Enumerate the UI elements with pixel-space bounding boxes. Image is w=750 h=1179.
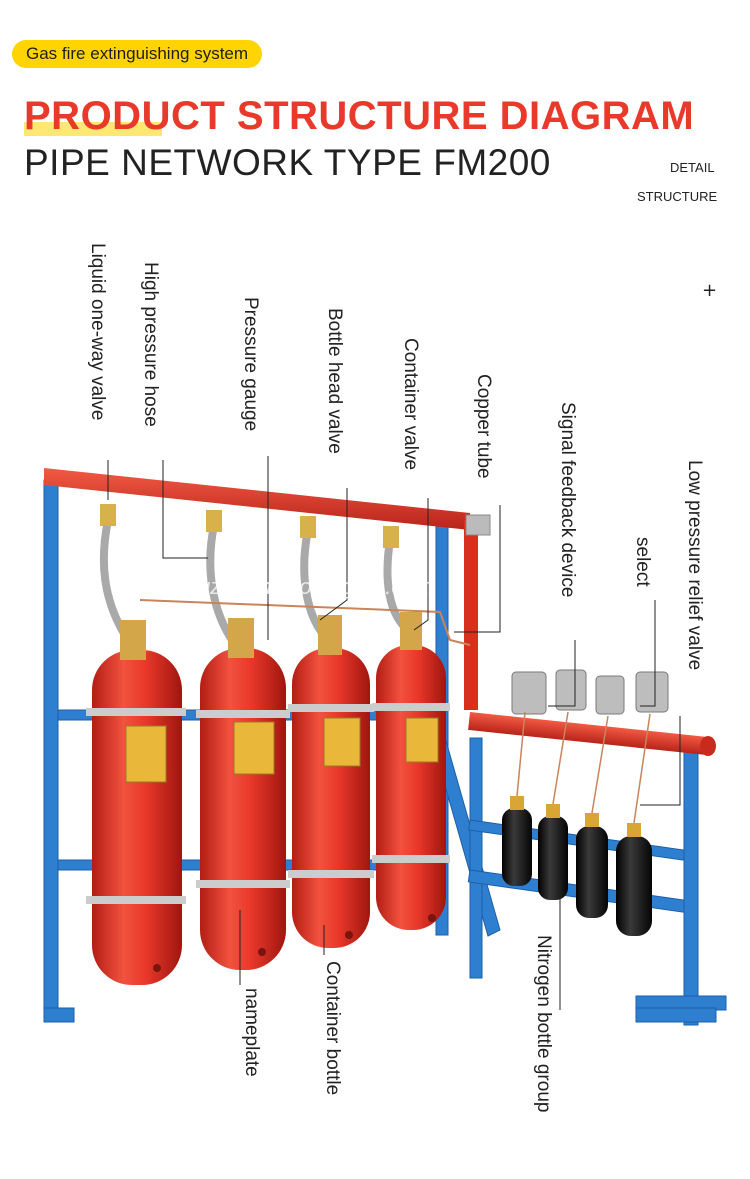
- label-select: select: [632, 537, 653, 587]
- label-liquid-one-way-valve: Liquid one-way valve: [87, 243, 108, 421]
- container-bottles: [86, 612, 450, 985]
- selector-valves: [511, 669, 669, 715]
- category-badge: Gas fire extinguishing system: [12, 40, 263, 68]
- copper-tube: [139, 599, 471, 646]
- label-copper-tube: Copper tube: [473, 374, 494, 479]
- label-container-bottle: Container bottle: [322, 961, 343, 1096]
- page-subtitle: PIPE NETWORK TYPE FM200: [24, 142, 551, 183]
- label-signal-feedback-device: Signal feedback device: [557, 402, 578, 598]
- hose-fittings: [100, 504, 399, 548]
- plus-icon: +: [702, 280, 718, 301]
- label-pressure-gauge: Pressure gauge: [240, 297, 261, 432]
- corner-structure: STRUCTURE: [637, 189, 718, 204]
- nitrogen-bottles: [502, 711, 652, 936]
- watermark: gzxinlinxiaofang.en.com: [198, 574, 433, 599]
- label-nameplate: nameplate: [241, 988, 262, 1077]
- title-highlight: [24, 122, 162, 136]
- label-bottle-head-valve: Bottle head valve: [324, 308, 345, 454]
- page-title: PRODUCT STRUCTURE DIAGRAM: [24, 94, 695, 138]
- label-nitrogen-bottle-group: Nitrogen bottle group: [533, 935, 554, 1113]
- manifold-pipe: [44, 468, 716, 756]
- corner-detail: DETAIL: [670, 160, 715, 175]
- label-high-pressure-hose: High pressure hose: [140, 262, 161, 427]
- label-low-pressure-relief-valve: Low pressure relief valve: [684, 460, 705, 671]
- leader-lines: [107, 456, 681, 1010]
- label-container-valve: Container valve: [400, 338, 421, 471]
